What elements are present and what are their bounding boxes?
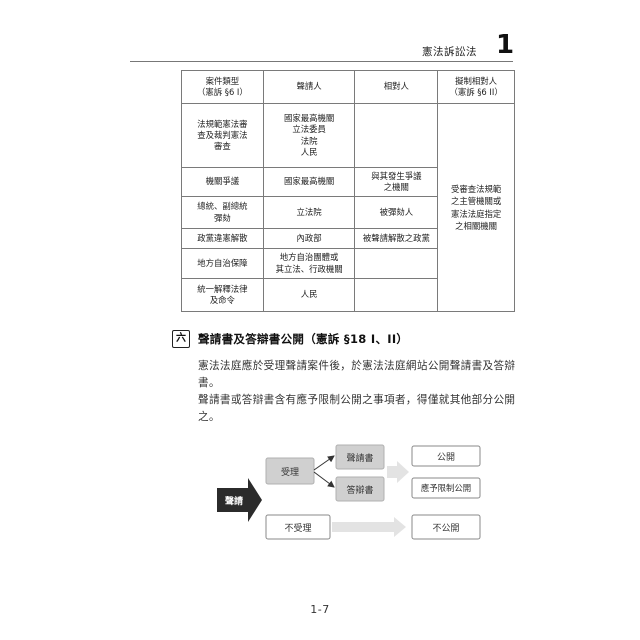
table-header-row: 案件類型（憲訴 §6 I） 聲請人 相對人 擬制相對人（憲訴 §6 II）: [181, 70, 515, 104]
section-title: 聲請書及答辯書公開（憲訴 §18 I、II）: [198, 332, 409, 346]
reject-block-arrow: [332, 517, 406, 537]
cell-line: 查及裁判憲法: [197, 129, 248, 140]
cell-line: 被聲請解散之政黨: [362, 232, 430, 243]
cell-line: 及命令: [209, 295, 235, 305]
respondent-cell: 被彈劾人: [354, 196, 439, 229]
page-number: 1-7: [310, 603, 330, 616]
cell-line: 憲法法庭指定: [450, 208, 502, 219]
reject-box: [265, 514, 331, 540]
case-type-cell: 法規範憲法審查及裁判憲法審查: [181, 103, 264, 168]
cell-line: 彈劾: [214, 212, 231, 223]
table-row: 統一解釋法律及命令 人民: [181, 278, 515, 312]
cell-line: 政黨違憲解散: [197, 232, 248, 243]
start-arrow-shape: [217, 478, 262, 522]
column-header-deemed-respondent: 擬制相對人（憲訴 §6 II）: [437, 70, 515, 104]
fork-arrow-up: [313, 455, 335, 471]
cell-line: 人民: [300, 289, 318, 300]
cell-line: 國家最高機關: [283, 113, 335, 124]
cell-line: 審查: [214, 141, 231, 152]
table-row: 總統、副總統彈劾 立法院 被彈劾人: [181, 196, 515, 229]
cell-line: 地方自治保障: [197, 257, 248, 268]
cell-line: 與其發生爭議: [371, 170, 422, 181]
fork-arrow-down: [313, 471, 335, 488]
cell-line: 之機關: [383, 182, 409, 192]
paragraph: 憲法法庭應於受理聲請案件後，於憲法法庭網站公開聲請書及答辯書。: [198, 360, 516, 389]
public-box: [411, 445, 481, 467]
cell-line: 法規範憲法審: [197, 118, 248, 129]
column-header-applicant: 聲請人: [262, 70, 356, 104]
petition-box: [335, 444, 385, 470]
cell-line: 擬制相對人: [455, 75, 498, 86]
section-number: 六: [172, 330, 190, 348]
table-row: 法規範憲法審查及裁判憲法審查 國家最高機關立法委員法院人民 受審查法規範之主管機…: [181, 103, 515, 312]
cell-line: 立法委員: [292, 124, 326, 135]
cell-line: 總統、副總統: [197, 201, 248, 212]
case-type-cell: 統一解釋法律及命令: [181, 278, 264, 312]
section-heading: 六 聲請書及答辯書公開（憲訴 §18 I、II）: [172, 330, 522, 348]
answer-box: [335, 476, 385, 502]
cell-line: 國家最高機關: [283, 176, 335, 187]
respondent-cell: [354, 248, 439, 279]
cell-line: 立法院: [296, 206, 322, 217]
case-type-table: 案件類型（憲訴 §6 I） 聲請人 相對人 擬制相對人（憲訴 §6 II） 法規…: [181, 70, 515, 312]
not-public-box: [411, 514, 481, 540]
cell-line: 內政部: [296, 232, 322, 243]
cell-line: 地方自治團體或: [279, 252, 339, 263]
cell-line: （憲訴 §6 II）: [449, 87, 503, 97]
cell-line: 機關爭議: [205, 176, 240, 187]
respondent-cell: [354, 103, 439, 168]
cell-line: 之主管機關或: [450, 196, 502, 207]
cell-line: 統一解釋法律: [197, 283, 248, 294]
respondent-cell: [354, 278, 439, 312]
chapter-title: 憲法訴訟法: [422, 46, 477, 58]
running-header: 憲法訴訟法 1: [420, 30, 520, 60]
paragraph: 聲請書或答辯書含有應予限制公開之事項者，得僅就其他部分公開之。: [198, 394, 516, 423]
chapter-number: 1: [496, 30, 515, 60]
cell-line: 被彈劾人: [379, 206, 414, 217]
deemed-respondent-cell: 受審查法規範之主管機關或憲法法庭指定之相關機關: [437, 103, 515, 312]
applicant-cell: 人民: [262, 278, 356, 312]
respondent-cell: 與其發生爭議之機關: [354, 167, 439, 197]
cell-line: 其立法、行政機關: [275, 263, 343, 274]
cell-line: 人民: [300, 146, 318, 157]
cell-line: 之相關機關: [455, 220, 498, 231]
outcome-block-arrow: [387, 461, 409, 483]
cell-line: （憲訴 §6 I）: [196, 87, 248, 97]
restricted-box: [411, 477, 481, 499]
cell-line: 受審查法規範: [450, 184, 502, 195]
cell-line: 案件類型: [205, 75, 240, 86]
accept-box: [265, 457, 315, 485]
applicant-cell: 國家最高機關立法委員法院人民: [262, 103, 356, 168]
cell-line: 法院: [300, 135, 318, 146]
header-rule: [130, 61, 513, 62]
